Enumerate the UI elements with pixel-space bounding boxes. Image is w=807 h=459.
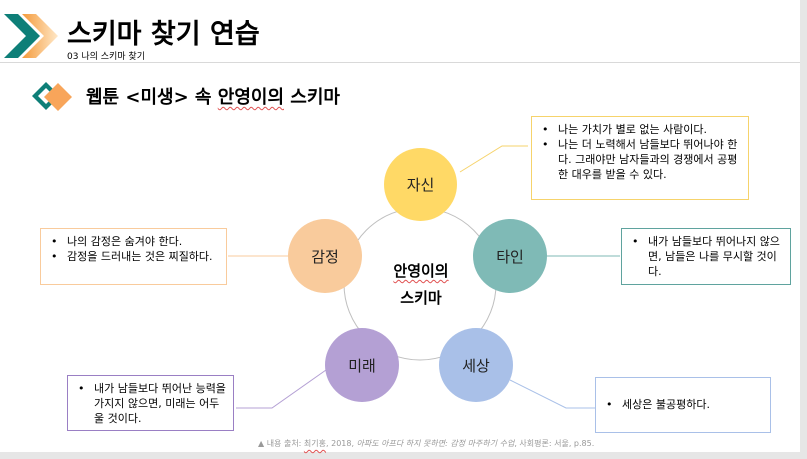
node-world: 세상 — [439, 328, 513, 402]
box-future-item-1: 내가 남들보다 뛰어난 능력을 가지지 않으면, 미래는 어두울 것이다. — [72, 381, 229, 426]
header-divider — [0, 62, 800, 63]
section-title-emphasis: 안영이의 — [217, 87, 285, 108]
footnote-year: , 2018, — [326, 439, 357, 448]
footnote-publisher: , 사회평론: 서울, p.85. — [514, 439, 595, 448]
page-subtitle: 03 나의 스키마 찾기 — [67, 52, 145, 62]
box-self: 나는 가치가 별로 없는 사람이다. 나는 더 노력해서 남들보다 뛰어나야 한… — [531, 116, 749, 200]
box-self-item-1: 나는 가치가 별로 없는 사람이다. — [536, 122, 744, 137]
footnote-author: 최기홍 — [303, 439, 327, 448]
box-others-item-1: 내가 남들보다 뛰어나지 않으면, 남들은 나를 무시할 것이다. — [626, 234, 786, 279]
section-title-suffix: 스키마 — [284, 87, 340, 108]
box-others: 내가 남들보다 뛰어나지 않으면, 남들은 나를 무시할 것이다. — [621, 228, 791, 285]
box-world-item-1: 세상은 불공평하다. — [600, 397, 766, 412]
diamond-bullet-icon — [32, 82, 72, 111]
box-world: 세상은 불공평하다. — [595, 377, 771, 433]
footnote-prefix: ▲ 내용 출처: — [258, 439, 304, 448]
connector-world — [509, 379, 596, 409]
connector-self — [459, 145, 528, 173]
node-self: 자신 — [384, 148, 457, 221]
box-emotion: 나의 감정은 숨겨야 한다. 감정을 드러내는 것은 찌질하다. — [40, 228, 227, 285]
center-label-line1: 안영이의 — [393, 262, 449, 280]
node-future: 미래 — [325, 328, 399, 402]
node-emotion: 감정 — [288, 219, 362, 293]
box-self-item-2: 나는 더 노력해서 남들보다 뛰어나야 한다. 그래야만 남자들과의 경쟁에서 … — [536, 137, 744, 182]
node-others: 타인 — [473, 219, 547, 293]
footnote-book: 아파도 아프다 하지 못하면: 감정 마주하기 수업 — [356, 439, 515, 448]
box-future: 내가 남들보다 뛰어난 능력을 가지지 않으면, 미래는 어두울 것이다. — [67, 375, 234, 431]
connector-future — [236, 369, 327, 409]
box-emotion-item-1: 나의 감정은 숨겨야 한다. — [45, 234, 222, 249]
section-title: 웹툰 <미생> 속 안영이의 스키마 — [86, 83, 340, 109]
chevron-logo-icon — [4, 14, 58, 58]
window-frame-bottom — [0, 452, 807, 459]
source-footnote: ▲ 내용 출처: 최기홍, 2018, 아파도 아프다 하지 못하면: 감정 마… — [258, 438, 594, 449]
center-label: 안영이의 스키마 — [375, 258, 467, 312]
center-label-line2: 스키마 — [400, 289, 442, 307]
box-emotion-item-2: 감정을 드러내는 것은 찌질하다. — [45, 249, 222, 264]
page-title: 스키마 찾기 연습 — [67, 19, 260, 50]
window-frame-right — [800, 0, 807, 459]
section-title-prefix: 웹툰 <미생> 속 — [86, 87, 218, 108]
